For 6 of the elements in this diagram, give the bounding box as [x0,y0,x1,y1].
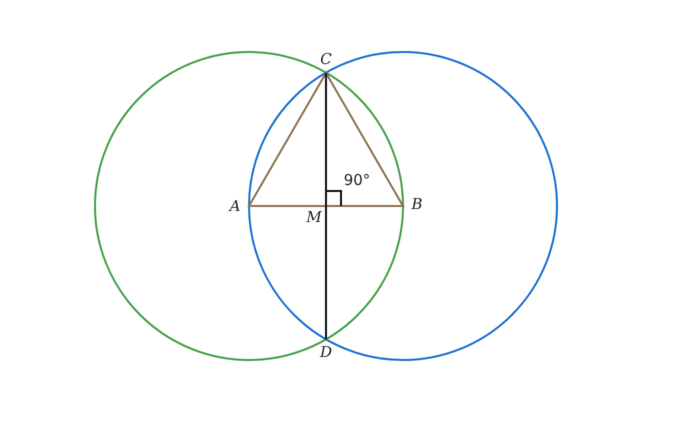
point-label: D [320,343,332,361]
point-label: B [411,195,423,213]
point-label: A [230,197,240,215]
point-label: M [306,208,322,226]
point-label: C [320,50,332,68]
angle-label: 90° [344,171,370,189]
